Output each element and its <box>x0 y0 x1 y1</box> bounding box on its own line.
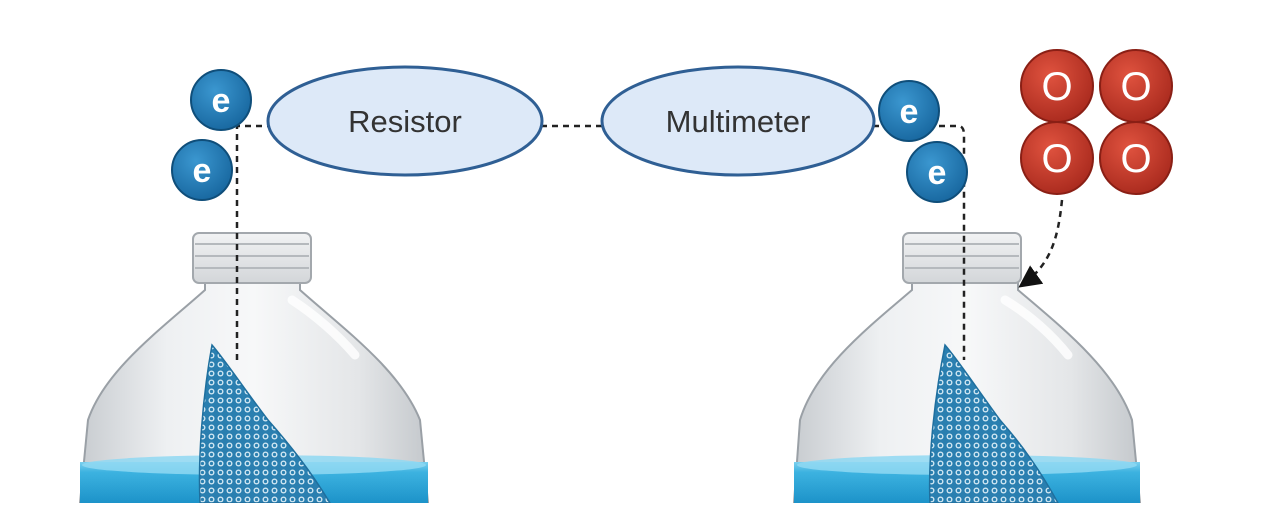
left-neck-threads <box>195 243 309 269</box>
oxygen-symbol: O <box>1120 65 1151 109</box>
oxygen-atom-1: O <box>1020 49 1094 123</box>
electron-symbol: e <box>212 82 231 120</box>
multimeter-label: Multimeter <box>666 104 811 139</box>
oxygen-atom-4: O <box>1099 121 1173 195</box>
electron-left-2: e <box>171 139 233 201</box>
oxygen-symbol: O <box>1120 137 1151 181</box>
electron-symbol: e <box>193 152 212 190</box>
multimeter: Multimeter <box>600 65 876 177</box>
right-mesh-electrode <box>928 343 1060 504</box>
right-bottle-highlight <box>1000 295 1073 360</box>
left-bottle-highlight <box>287 295 360 360</box>
right-bottle <box>792 232 1142 504</box>
oxygen-symbol: O <box>1041 137 1072 181</box>
left-mesh-electrode <box>198 343 332 504</box>
electron-left-1: e <box>190 69 252 131</box>
electron-right-2: e <box>906 141 968 203</box>
resistor: Resistor <box>266 65 544 177</box>
oxygen-symbol: O <box>1041 65 1072 109</box>
left-bottle-neck <box>192 232 312 284</box>
resistor-oval <box>266 65 544 177</box>
oxygen-atom-2: O <box>1099 49 1173 123</box>
right-bottle-neck <box>902 232 1022 284</box>
left-bottle <box>78 232 430 504</box>
electron-symbol: e <box>928 154 947 192</box>
right-wire <box>873 124 966 360</box>
oxygen-cluster: O O O O <box>1020 49 1173 195</box>
multimeter-oval <box>600 65 876 177</box>
right-neck-threads <box>905 243 1019 269</box>
electron-symbol: e <box>900 93 919 131</box>
oxygen-arrow <box>1018 199 1064 288</box>
electron-right-1: e <box>878 80 940 142</box>
oxygen-atom-3: O <box>1020 121 1094 195</box>
resistor-label: Resistor <box>348 104 462 139</box>
